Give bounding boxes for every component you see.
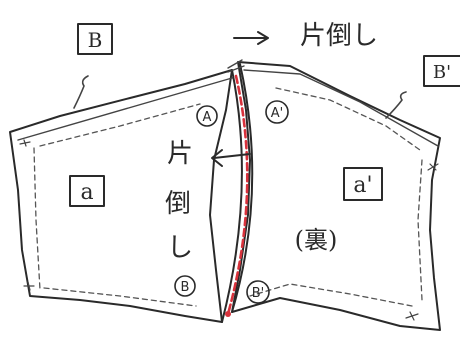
marker-a-prime-top-circle [265,100,289,124]
center-seam [221,59,254,323]
right-panel-seam-allowance-bottom [249,283,413,307]
left-panel: a [9,69,233,323]
top-fold-note-text: 片倒し [300,21,378,51]
right-panel-seam-allowance-right [417,159,423,301]
right-panel-note: (裏) [295,226,338,254]
marker-a-top-label: A [203,110,212,125]
left-panel-seam-allowance-top [39,103,201,147]
left-panel-seam-allowance-left [33,147,41,291]
seam-line-right [231,63,254,313]
top-right-box-label: B' [433,62,451,83]
right-panel-corner-mark-bottom [405,311,419,321]
left-panel-corner-mark-bottom [23,281,35,291]
left-panel-label-box [69,175,105,207]
center-fold-note-char-3: し [167,233,193,263]
right-panel-label-box [343,167,383,201]
stitch-end-dot [225,311,231,317]
marker-b-prime-bottom: B' [246,280,270,304]
right-panel-label: a' [353,173,372,198]
marker-a-prime-top: A' [265,100,289,124]
right-panel-corner-mark-top [427,163,439,171]
top-fold-note: 片倒し [233,21,378,51]
center-fold-note-char-1: 片 [167,139,193,169]
notch-markers: A A' B B' [174,100,289,304]
seam-top-notch [227,59,245,73]
left-panel-label: a [80,180,93,205]
marker-a-top-circle [196,105,218,127]
right-panel: a' (裏) [231,61,441,331]
right-panel-top-edge [243,69,439,147]
left-panel-outline [9,69,233,323]
center-fold-note: 片 倒 し [165,139,251,263]
left-panel-seam-allowance-bottom [43,287,197,307]
marker-b-bottom: B [174,275,196,297]
stitch-line [226,74,249,316]
marker-a-prime-top-label: A' [271,106,283,121]
right-panel-seam-allowance-top [275,87,421,151]
arrow-left-icon [211,149,251,167]
right-panel-outline [231,61,441,331]
seam-line-left [221,69,243,323]
arrow-right-icon [233,31,269,45]
marker-b-prime-bottom-label: B' [252,286,265,301]
top-left-box [77,23,113,55]
top-right-callout: B' [385,55,460,119]
top-left-callout: B [73,23,113,109]
marker-a-top: A [196,105,218,127]
top-right-leader [385,91,407,119]
top-left-box-label: B [88,28,103,52]
top-left-leader [73,75,89,109]
marker-b-bottom-label: B [181,280,190,295]
left-panel-corner-mark-top [19,139,31,147]
marker-b-prime-bottom-circle [246,280,270,304]
left-panel-top-edge [17,77,233,141]
marker-b-bottom-circle [174,275,196,297]
top-right-box [423,55,460,87]
center-fold-note-char-2: 倒 [165,189,191,219]
